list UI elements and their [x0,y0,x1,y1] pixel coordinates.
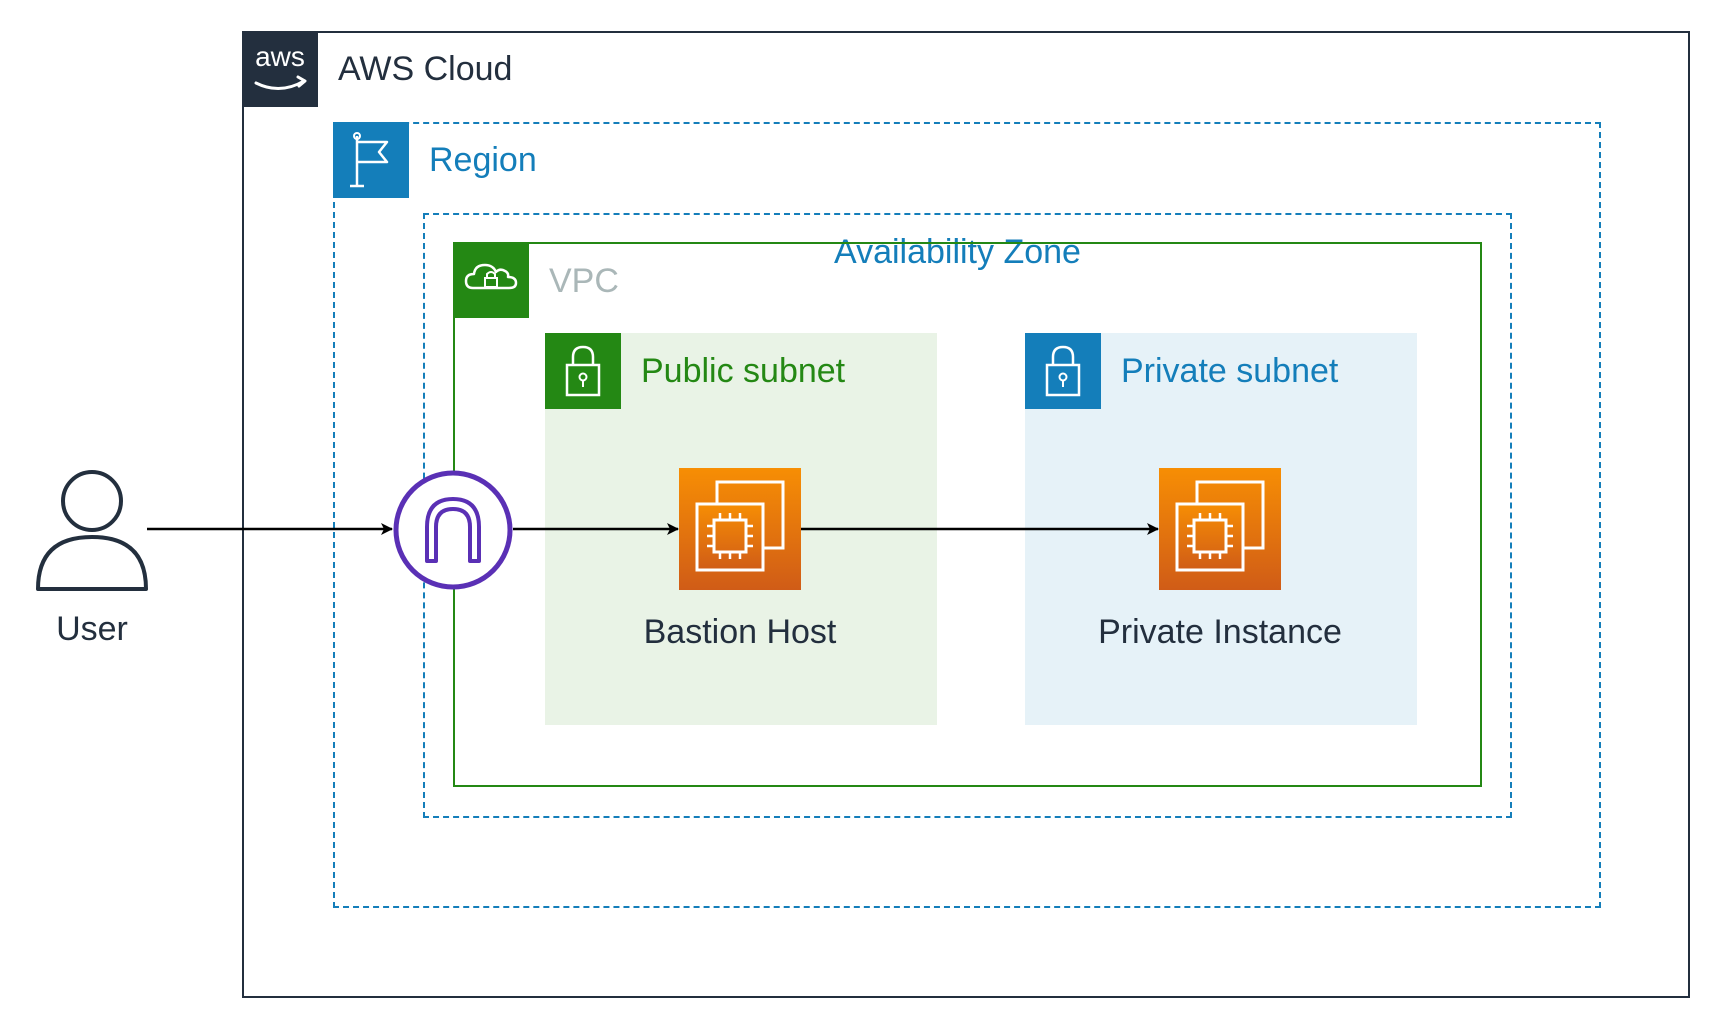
bastion-host-node: Bastion Host [600,468,880,658]
vpc-badge [453,242,529,318]
user-label: User [56,610,128,648]
private-instance-node: Private Instance [1070,468,1370,658]
vpc-cloud-lock-icon [464,263,518,290]
ec2-instance-icon [1159,468,1281,590]
availability-zone-label: Availability Zone [834,233,1081,271]
region-group [333,122,1601,908]
private-subnet-label: Private subnet [1121,352,1339,390]
aws-cloud-label: AWS Cloud [338,50,513,88]
region-label: Region [429,141,537,179]
aws-cloud-group [242,31,1690,998]
internet-gateway-node [392,469,514,591]
user-icon [36,470,148,591]
vpc-label: VPC [549,262,619,300]
region-badge [333,122,409,198]
private-instance-label: Private Instance [1098,613,1342,651]
user-node: User [32,465,152,650]
aws-logo-text: aws [255,41,305,72]
flag-icon [350,132,389,188]
private-subnet-badge [1025,333,1101,409]
public-subnet-badge [545,333,621,409]
internet-gateway-icon [393,470,513,590]
public-subnet-label: Public subnet [641,352,846,390]
aws-logo-badge: aws [242,31,318,107]
bastion-host-label: Bastion Host [643,613,837,651]
ec2-instance-icon [679,468,801,590]
lock-icon [565,345,601,397]
lock-icon [1045,345,1081,397]
aws-smile-icon [254,75,307,90]
